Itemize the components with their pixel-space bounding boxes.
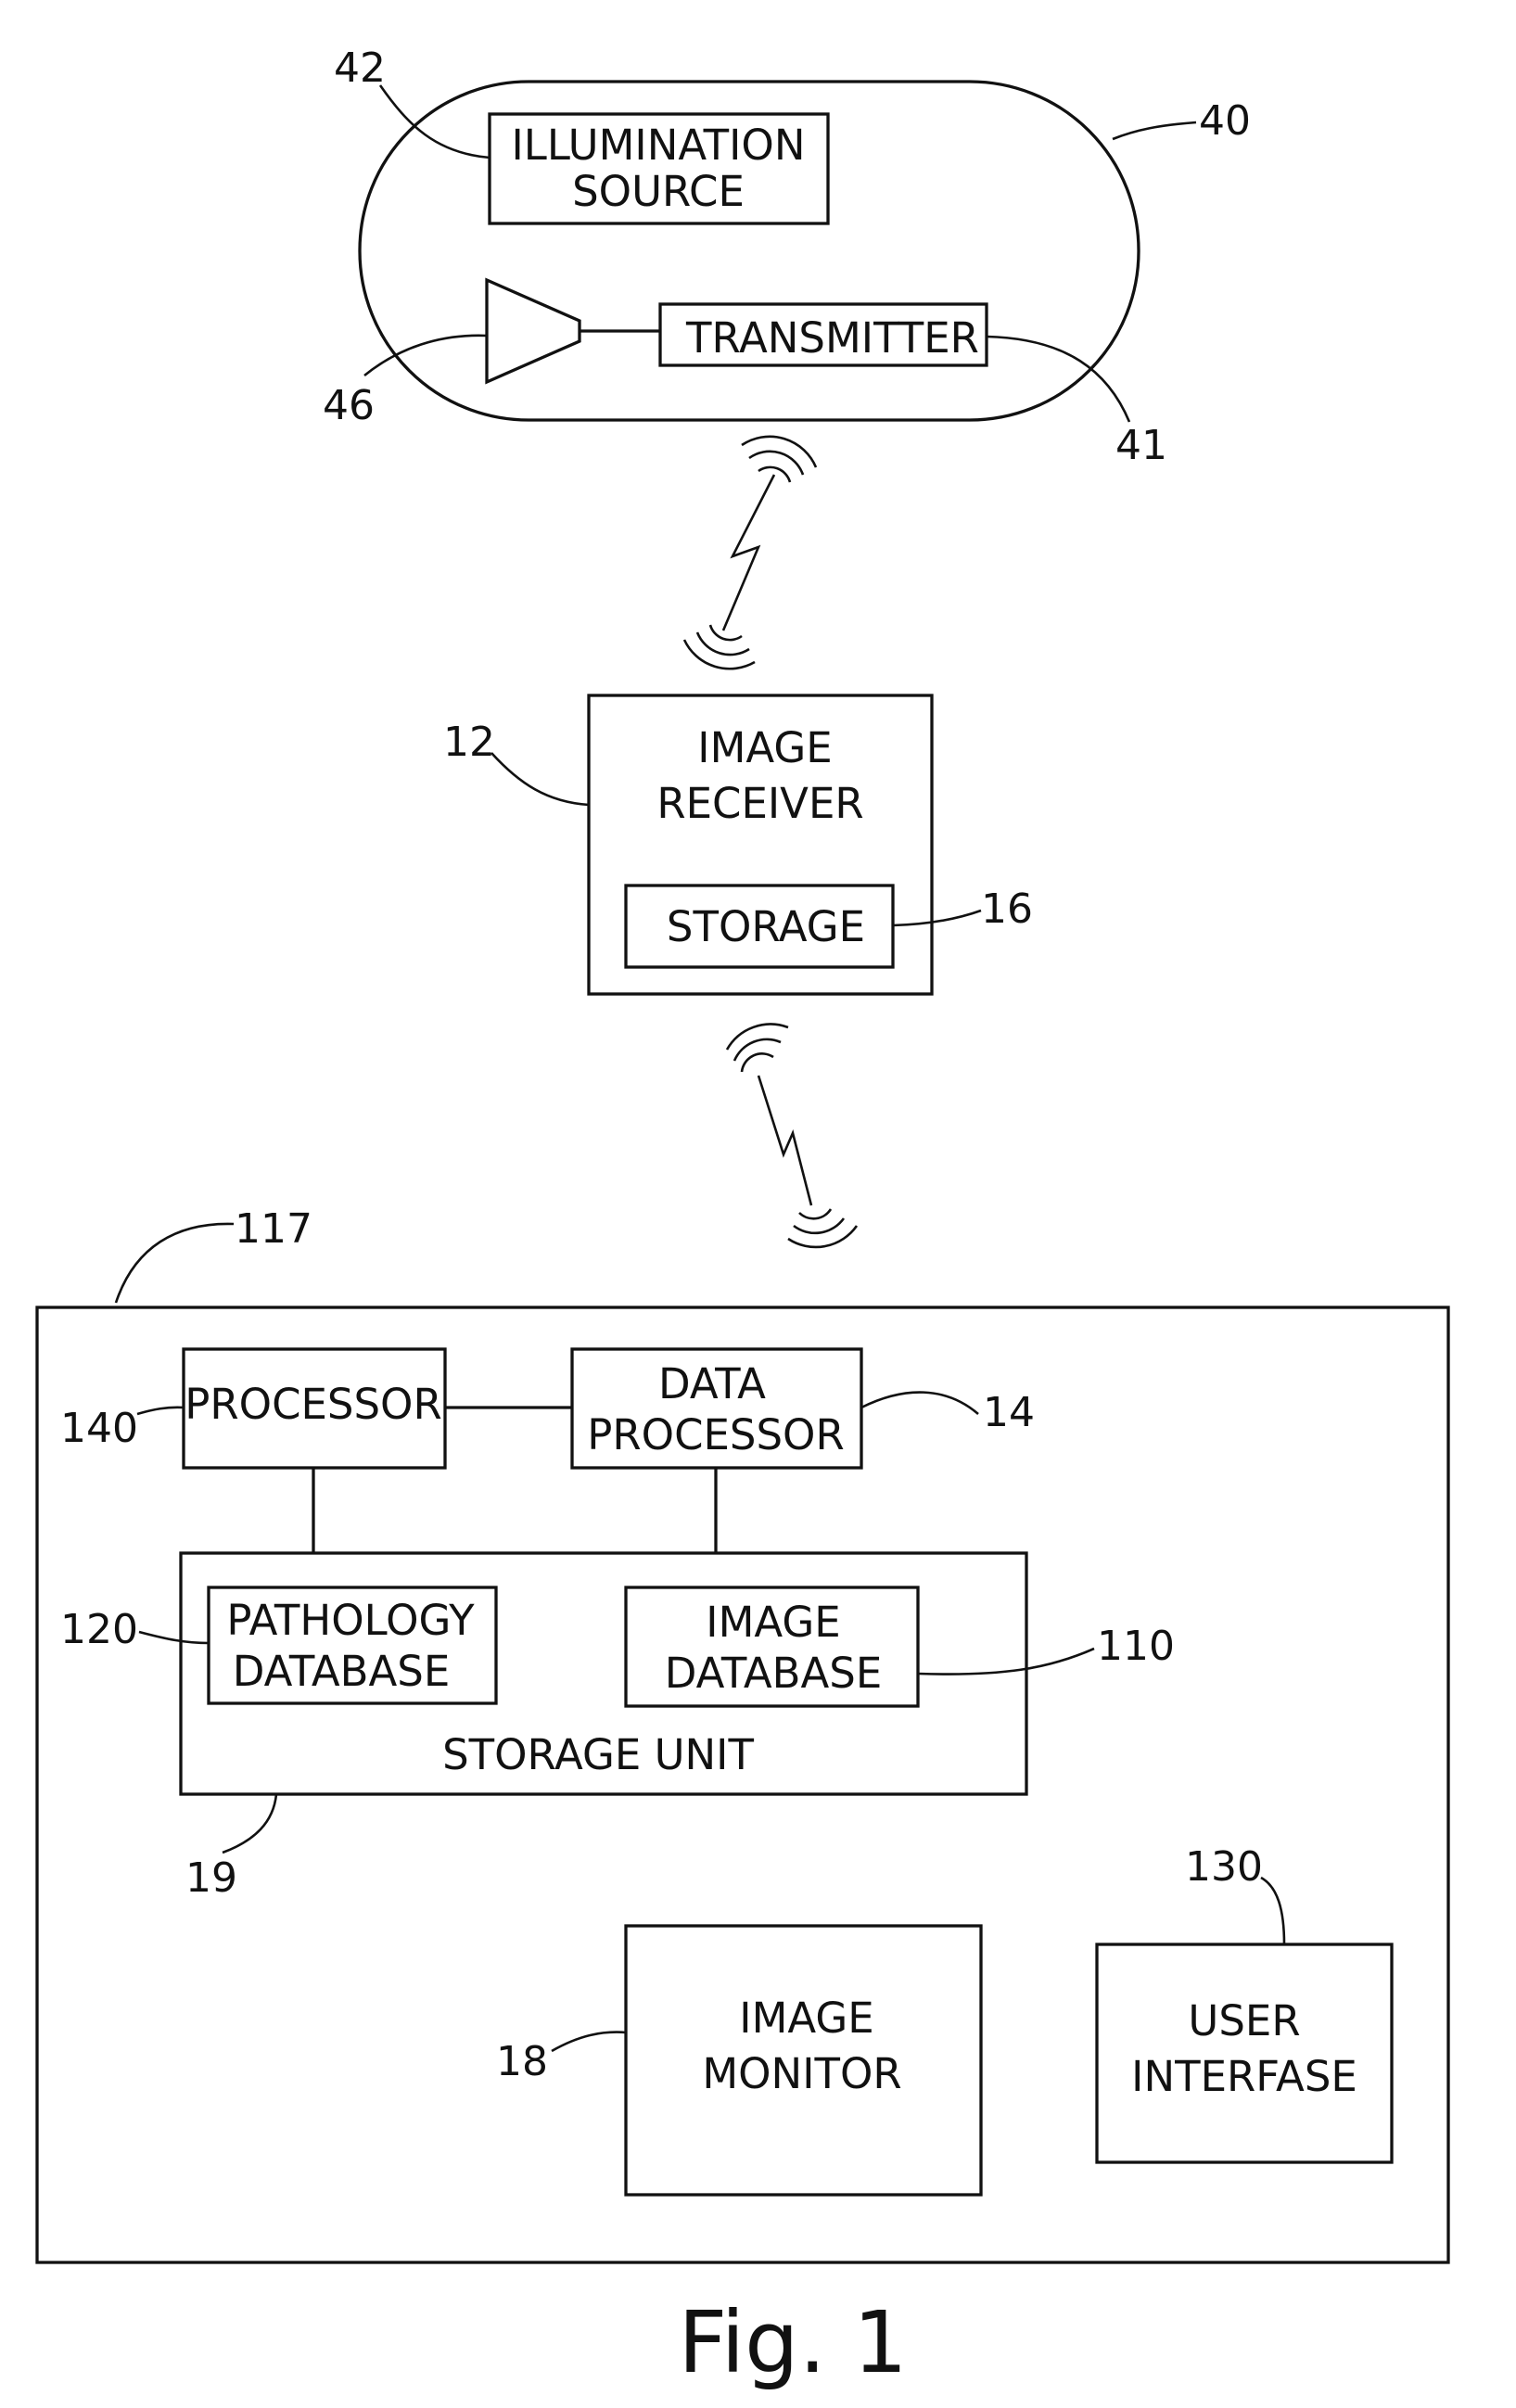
figure-caption: Fig. 1 bbox=[678, 2293, 907, 2392]
ref-130: 130 bbox=[1185, 1843, 1263, 1891]
leader-120 bbox=[139, 1632, 209, 1643]
storage-label: STORAGE bbox=[667, 902, 865, 951]
pathology-database-line2: DATABASE bbox=[233, 1647, 451, 1696]
leader-18 bbox=[552, 2032, 626, 2051]
ref-14: 14 bbox=[983, 1389, 1035, 1436]
ref-117: 117 bbox=[235, 1205, 312, 1253]
leader-16 bbox=[893, 911, 981, 925]
leader-110 bbox=[918, 1649, 1094, 1675]
data-processor-line2: PROCESSOR bbox=[587, 1410, 845, 1459]
ref-18: 18 bbox=[496, 2038, 548, 2085]
pathology-database-line1: PATHOLOGY bbox=[226, 1596, 475, 1645]
leader-14 bbox=[861, 1393, 978, 1414]
data-processor-line1: DATA bbox=[658, 1359, 766, 1408]
ref-12: 12 bbox=[443, 719, 495, 766]
antenna-icon bbox=[487, 280, 580, 382]
leader-46 bbox=[364, 336, 487, 376]
ref-19: 19 bbox=[185, 1854, 237, 1902]
capsule: ILLUMINATION SOURCE TRANSMITTER 42 40 41… bbox=[323, 45, 1251, 469]
illumination-source-block: ILLUMINATION SOURCE bbox=[490, 114, 828, 223]
processor-label: PROCESSOR bbox=[185, 1380, 442, 1429]
leader-140 bbox=[137, 1408, 184, 1414]
ref-41: 41 bbox=[1115, 422, 1167, 469]
wireless-signal-icon-1 bbox=[684, 437, 816, 669]
illumination-source-line2: SOURCE bbox=[572, 167, 745, 216]
storage-unit-label: STORAGE UNIT bbox=[442, 1730, 754, 1779]
ref-42: 42 bbox=[334, 45, 386, 92]
leader-12 bbox=[491, 753, 589, 805]
transmitter-block: TRANSMITTER bbox=[660, 304, 987, 365]
ref-120: 120 bbox=[60, 1606, 138, 1653]
leader-40 bbox=[1113, 122, 1196, 139]
image-database-line2: DATABASE bbox=[665, 1649, 883, 1698]
transmitter-label: TRANSMITTER bbox=[685, 313, 979, 363]
ref-140: 140 bbox=[60, 1405, 138, 1452]
leader-117 bbox=[116, 1224, 234, 1303]
user-interface-line2: INTERFASE bbox=[1131, 2052, 1357, 2101]
image-monitor-line2: MONITOR bbox=[702, 2049, 901, 2098]
image-monitor-line1: IMAGE bbox=[739, 1994, 873, 2043]
ref-16: 16 bbox=[981, 885, 1033, 933]
ref-46: 46 bbox=[323, 382, 375, 429]
image-receiver-line1: IMAGE bbox=[697, 723, 832, 772]
image-database-line1: IMAGE bbox=[706, 1598, 840, 1647]
ref-110: 110 bbox=[1097, 1623, 1175, 1670]
workstation: 117 PROCESSOR 140 DATA PROCESSOR 14 STOR… bbox=[37, 1205, 1448, 2262]
leader-19 bbox=[223, 1794, 276, 1853]
illumination-source-line1: ILLUMINATION bbox=[512, 121, 806, 170]
user-interface-line1: USER bbox=[1188, 1996, 1300, 2045]
wireless-signal-icon-2 bbox=[727, 1025, 857, 1247]
ref-40: 40 bbox=[1199, 97, 1251, 145]
leader-130 bbox=[1261, 1878, 1284, 1944]
image-receiver-line2: RECEIVER bbox=[656, 779, 863, 828]
image-receiver: IMAGE RECEIVER STORAGE 12 16 bbox=[443, 695, 1033, 994]
